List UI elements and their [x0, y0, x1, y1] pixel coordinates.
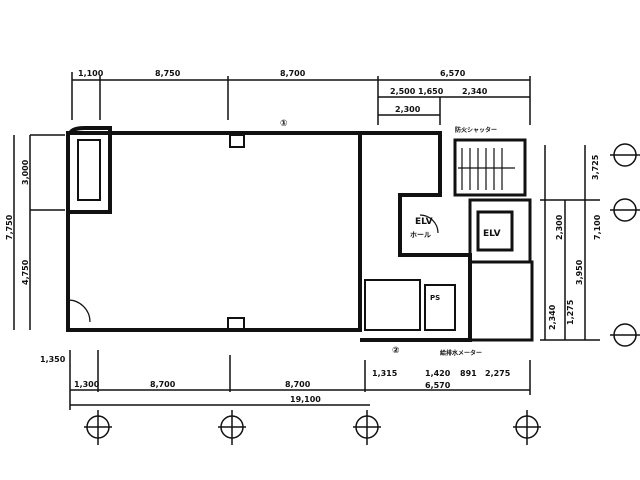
right-dimension-lines — [540, 145, 600, 341]
bottom-dim-7: 891 — [460, 369, 477, 378]
left-dim-total: 7,750 — [5, 214, 14, 240]
right-dim-3: 3,950 — [575, 259, 584, 285]
right-dim-6: 1,275 — [566, 299, 575, 325]
bottom-dim-1: 1,300 — [74, 380, 100, 389]
top-dim-4: 6,570 — [440, 69, 466, 78]
left-dim-lower: 4,750 — [21, 259, 30, 285]
mark-b: ② — [392, 346, 400, 356]
top-dim-6: 1,650 — [418, 87, 444, 96]
elv-hall-sublabel: ホール — [410, 231, 431, 239]
stairs — [458, 148, 515, 190]
top-dim-1: 1,100 — [78, 69, 104, 78]
bottom-dim-total: 19,100 — [290, 395, 321, 404]
top-dim-8: 2,300 — [395, 105, 421, 114]
bottom-dimension-lines — [69, 350, 531, 410]
left-dim-offset: 1,350 — [40, 355, 66, 364]
right-dim-1: 3,725 — [591, 154, 600, 180]
top-note: 防火シャッター — [455, 126, 497, 134]
mark-a: ① — [280, 119, 288, 129]
top-dim-5: 2,500 — [390, 87, 416, 96]
left-dim-upper: 3,000 — [21, 159, 30, 185]
pipe-shaft-label: PS — [430, 294, 440, 302]
left-dimension-lines — [13, 134, 65, 330]
bottom-dim-2: 8,700 — [150, 380, 176, 389]
elevator-label: ELV — [483, 229, 501, 239]
bottom-dim-3: 8,700 — [285, 380, 311, 389]
grid-bubbles — [84, 143, 640, 445]
bottom-note: 給排水メーター — [440, 349, 482, 357]
top-dim-7: 2,340 — [462, 87, 488, 96]
walls — [66, 126, 534, 342]
right-dim-2: 2,300 — [555, 214, 564, 240]
bottom-dim-8: 2,275 — [485, 369, 511, 378]
top-dim-2: 8,750 — [155, 69, 181, 78]
bottom-dim-5: 1,315 — [372, 369, 398, 378]
bottom-dim-6: 1,420 — [425, 369, 451, 378]
right-dim-5: 2,340 — [548, 304, 557, 330]
top-dimension-lines — [71, 72, 531, 125]
bottom-dim-4: 6,570 — [425, 381, 451, 390]
elv-hall-label: ELV — [415, 217, 433, 227]
top-dim-3: 8,700 — [280, 69, 306, 78]
right-dim-4: 7,100 — [593, 214, 602, 240]
